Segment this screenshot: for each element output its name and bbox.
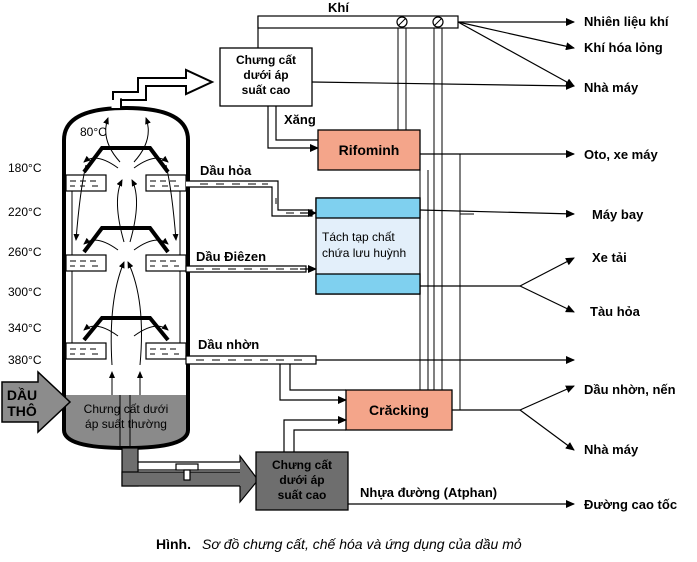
- product-train: Tàu hỏa: [590, 304, 641, 319]
- column-bottom-label-2: áp suất thường: [85, 417, 167, 431]
- hp-bottom-label-3: suất cao: [278, 488, 327, 502]
- tray-3: [65, 316, 187, 360]
- diesel-label: Dầu Điêzen: [196, 249, 266, 264]
- hp-top-label-3: suất cao: [242, 83, 291, 97]
- tray-1: [65, 146, 187, 192]
- reforming-label: Rifominh: [339, 142, 400, 158]
- product-factory-top: Nhà máy: [584, 80, 639, 95]
- cracking-unit: Crăcking: [345, 154, 575, 451]
- top-temp-label: 80°C: [80, 125, 107, 139]
- vapour-flow-arrows: [73, 117, 179, 395]
- tray-2: [65, 226, 187, 272]
- downcomers: [71, 191, 181, 343]
- product-highway: Đường cao tốc: [584, 497, 677, 512]
- reforming-unit: Rifominh: [317, 129, 575, 171]
- hp-distillation-bottom: Chưng cất dưới áp suất cao Nhựa đường (A…: [255, 416, 575, 511]
- product-plane: Máy bay: [592, 207, 644, 222]
- product-truck: Xe tải: [592, 250, 627, 265]
- temp-label: 260°C: [8, 245, 42, 259]
- temp-label: 340°C: [8, 321, 42, 335]
- gas-line: Khí: [120, 0, 575, 392]
- crude-oil-feed: DẦU THÔ: [1, 370, 72, 434]
- hp-bottom-label-1: Chưng cất: [272, 458, 332, 472]
- figure-caption: Hình. Sơ đồ chưng cất, chế hóa và ứng dụ…: [156, 536, 522, 552]
- caption-text: Sơ đồ chưng cất, chế hóa và ứng dụng của…: [202, 536, 522, 552]
- product-car: Oto, xe máy: [584, 147, 658, 162]
- desulfur-label-1: Tách tạp chất: [322, 230, 395, 244]
- temp-label: 220°C: [8, 205, 42, 219]
- temp-label: 380°C: [8, 353, 42, 367]
- lube-pipe: Dầu nhờn: [185, 337, 575, 404]
- kerosene-label: Dầu hỏa: [200, 163, 252, 178]
- asphalt-label: Nhựa đường (Atphan): [360, 485, 497, 500]
- product-lpg: Khí hóa lỏng: [584, 40, 663, 55]
- column-shell: [62, 105, 190, 451]
- product-labels: Nhiên liệu khí Khí hóa lỏng Nhà máy Oto,…: [584, 14, 677, 512]
- distillation-column: Chưng cất dưới áp suất thường 80°C: [62, 105, 190, 451]
- desulfur-label-2: chứa lưu huỳnh: [322, 246, 406, 260]
- feed-label-2: THÔ: [7, 402, 37, 419]
- gasoline-label: Xăng: [284, 112, 316, 127]
- column-bottom-label-1: Chưng cất dưới: [84, 402, 169, 416]
- hp-bottom-label-2: dưới áp: [279, 473, 324, 487]
- product-fuel-gas: Nhiên liệu khí: [584, 14, 669, 29]
- residue-riser: [119, 395, 131, 448]
- product-factory-bottom: Nhà máy: [584, 442, 639, 457]
- feed-label-1: DẦU: [7, 387, 37, 403]
- hp-top-label-1: Chưng cất: [236, 53, 296, 67]
- caption-label: Hình.: [156, 536, 191, 552]
- cracking-label: Crăcking: [369, 402, 429, 418]
- gasoline-line: Xăng: [267, 106, 319, 152]
- lube-label: Dầu nhờn: [198, 337, 259, 352]
- hp-top-label-2: dưới áp: [243, 68, 288, 82]
- residue-zone: [64, 395, 188, 448]
- diesel-pipe: Dầu Điêzen: [185, 249, 317, 273]
- gas-label: Khí: [328, 0, 349, 15]
- temp-label: 300°C: [8, 285, 42, 299]
- kerosene-pipe: Dầu hỏa: [186, 163, 317, 217]
- top-vapour-pipe: [111, 68, 215, 108]
- residue-pipe: [121, 447, 259, 504]
- product-wax: Dầu nhờn, nến: [584, 382, 676, 397]
- desulfur-unit: Tách tạp chất chứa lưu huỳnh: [315, 197, 575, 313]
- temp-label: 180°C: [8, 161, 42, 175]
- hp-distillation-top: Chưng cất dưới áp suất cao: [219, 47, 575, 107]
- temperature-scale: 180°C 220°C 260°C 300°C 340°C 380°C: [8, 161, 42, 367]
